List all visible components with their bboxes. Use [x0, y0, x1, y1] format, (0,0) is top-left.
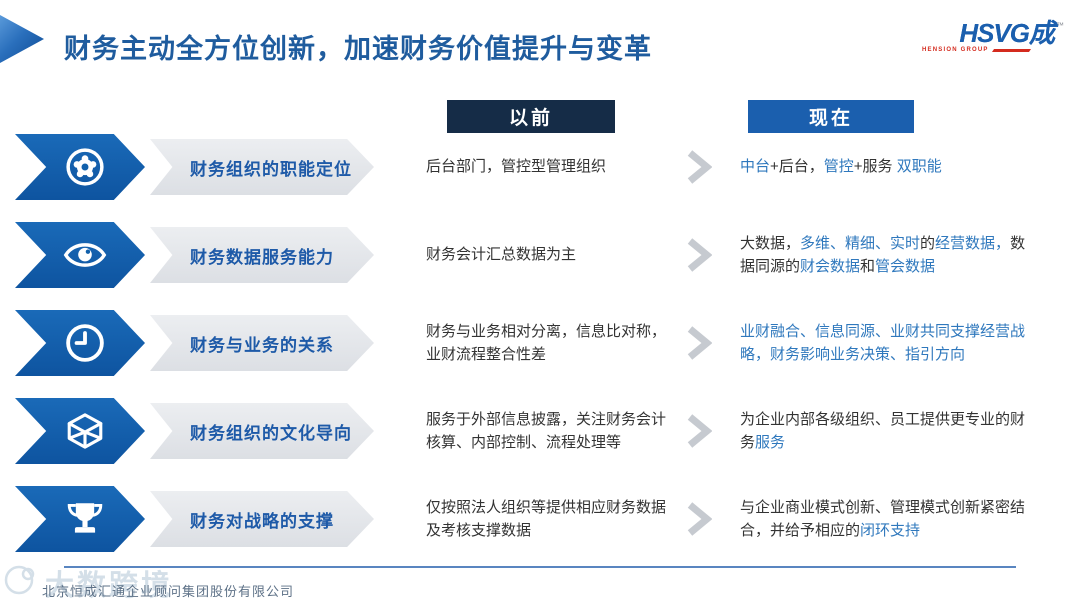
comparison-row: 财务对战略的支撑 仅按照法人组织等提供相应财务数据及考核支撑数据 与企业商业模式… [0, 475, 1080, 563]
trophy-icon [63, 497, 107, 541]
text-segment: 大数据， [740, 234, 801, 252]
comparison-rows: 财务组织的职能定位 后台部门，管控型管理组织 中台+后台，管控+服务 双职能 财… [0, 123, 1080, 563]
now-text: 中台+后台，管控+服务 双职能 [740, 155, 1032, 178]
eye-icon [63, 233, 107, 277]
row-label-arrow: 财务对战略的支撑 [150, 491, 374, 547]
chevron-right-icon [686, 413, 716, 449]
row-label-arrow: 财务数据服务能力 [150, 227, 374, 283]
text-segment: 管会数据 [875, 258, 936, 275]
column-header-now: 现在 [748, 100, 914, 133]
text-segment: 多维、精细、实时 [800, 234, 921, 252]
text-segment: 管控 [823, 158, 854, 176]
chevron-right-icon [686, 501, 716, 537]
before-text: 后台部门，管控型管理组织 [426, 158, 607, 176]
text-segment: 经营数据， [935, 234, 1011, 252]
row-icon-arrow [15, 310, 145, 376]
comparison-row: 财务数据服务能力 财务会计汇总数据为主 大数据，多维、精细、实时的经营数据，数据… [0, 211, 1080, 299]
row-icon-arrow [15, 222, 145, 288]
row-icon-arrow [15, 486, 145, 552]
row-label: 财务对战略的支撑 [190, 511, 334, 531]
text-segment: +后台， [770, 158, 824, 176]
row-label-arrow: 财务组织的文化导向 [150, 403, 374, 459]
row-icon-arrow [15, 398, 145, 464]
clock-icon [63, 321, 107, 365]
text-segment: 闭环支持 [860, 522, 921, 539]
text-segment: +服务 [853, 158, 897, 176]
watermark-logo-icon [2, 560, 42, 605]
comparison-row: 财务组织的职能定位 后台部门，管控型管理组织 中台+后台，管控+服务 双职能 [0, 123, 1080, 211]
text-segment: 的 [920, 234, 936, 252]
text-segment: 数据同源的 [740, 234, 1026, 275]
text-segment: 与企业商业模式创新、管理模式创新紧密结合，并给予相应的 [740, 498, 1026, 539]
row-label: 财务数据服务能力 [190, 247, 334, 267]
chevron-right-icon [686, 237, 716, 273]
text-segment: 服务 [755, 434, 786, 451]
now-text: 业财融合、信息同源、业财共同支撑经营战略，财务影响业务决策、指引方向 [740, 320, 1032, 367]
footer-company: 北京恒成汇通企业顾问集团股份有限公司 [42, 584, 295, 599]
page-title: 财务主动全方位创新，加速财务价值提升与变革 [64, 34, 652, 64]
logo-wordmark: HSVG成 [959, 18, 1055, 48]
chevron-right-icon [686, 325, 716, 361]
before-text: 仅按照法人组织等提供相应财务数据及考核支撑数据 [426, 498, 667, 539]
now-text: 与企业商业模式创新、管理模式创新紧密结合，并给予相应的闭环支持 [740, 496, 1032, 543]
text-segment: 财会数据 [800, 258, 861, 275]
row-label: 财务组织的文化导向 [190, 423, 352, 443]
row-icon-arrow [15, 134, 145, 200]
logo-swoosh [991, 48, 1032, 52]
chevron-right-icon [686, 149, 716, 185]
now-text: 为企业内部各级组织、员工提供更专业的财务服务 [740, 408, 1032, 455]
slide-accent-arrow [0, 15, 44, 63]
footer-divider [64, 566, 1016, 568]
column-header-before: 以前 [447, 100, 615, 133]
text-segment: 双职能 [896, 158, 942, 176]
row-label: 财务组织的职能定位 [190, 159, 352, 179]
now-text: 大数据，多维、精细、实时的经营数据，数据同源的财会数据和管会数据 [740, 232, 1032, 279]
before-text: 财务会计汇总数据为主 [426, 246, 577, 264]
comparison-row: 财务与业务的关系 财务与业务相对分离，信息比对称，业财流程整合性差 业财融合、信… [0, 299, 1080, 387]
before-text: 服务于外部信息披露，关注财务会计核算、内部控制、流程处理等 [426, 410, 667, 451]
text-segment: 为企业内部各级组织、员工提供更专业的财务 [740, 410, 1026, 451]
row-label: 财务与业务的关系 [190, 335, 334, 355]
text-segment: 和 [860, 258, 876, 275]
row-label-arrow: 财务与业务的关系 [150, 315, 374, 371]
cube-icon [63, 409, 107, 453]
text-segment: 业财融合、信息同源、业财共同支撑经营战略，财务影响业务决策、指引方向 [740, 322, 1026, 363]
company-logo: HSVG成 ™ HENSION GROUP [914, 20, 1064, 53]
trademark-symbol: ™ [1056, 21, 1064, 30]
row-label-arrow: 财务组织的职能定位 [150, 139, 374, 195]
comparison-row: 财务组织的文化导向 服务于外部信息披露，关注财务会计核算、内部控制、流程处理等 … [0, 387, 1080, 475]
steering-wheel-icon [63, 145, 107, 189]
text-segment: 中台 [740, 158, 771, 176]
before-text: 财务与业务相对分离，信息比对称，业财流程整合性差 [426, 322, 667, 363]
logo-caption: HENSION GROUP [922, 47, 989, 53]
